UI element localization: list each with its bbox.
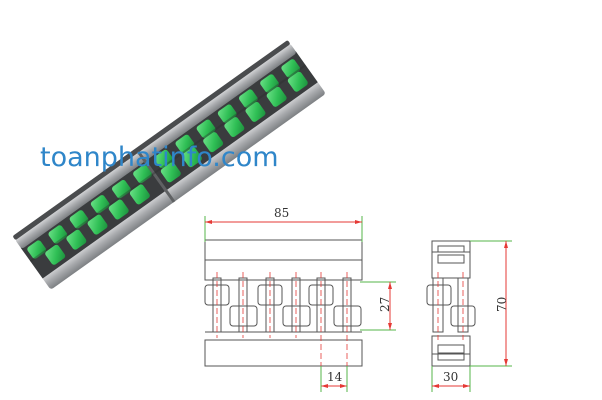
dimension-height-27: 27 [360,281,396,331]
side-bottom-body [431,335,471,355]
dimension-pitch-14: 14 [320,366,348,392]
rail-joint [136,150,176,203]
side-bottom-profile [431,353,471,367]
side-roller [426,284,452,306]
side-bottom-slot [437,344,465,354]
dim-27-label: 27 [378,297,392,312]
front-roller [282,305,311,327]
dim-30-label: 30 [443,370,458,384]
rail-top [15,44,296,249]
roller-row-a [27,59,301,259]
dimension-height-70: 70 [470,240,512,367]
side-top-profile [431,240,471,253]
front-top-rail [204,239,363,261]
dim-85-label: 85 [274,206,289,220]
dim-70-label: 70 [495,297,509,312]
roller-row-b [45,71,308,265]
front-roller [229,305,258,327]
side-view [426,240,476,367]
front-view [204,239,363,367]
dimension-width-30: 30 [431,366,471,392]
dim-14-label: 14 [327,370,343,384]
rail-bottom [42,81,325,289]
rail-top-edge [13,40,290,240]
dimension-width-85: 85 [204,206,363,242]
watermark-text: toanphatinfo.com [40,142,279,173]
front-top-rail-lower [204,259,363,281]
side-centerlines [437,272,464,340]
side-top-body [431,251,471,279]
front-bottom-rail [204,339,363,367]
side-top-slot [437,254,465,264]
front-roller [333,305,362,327]
